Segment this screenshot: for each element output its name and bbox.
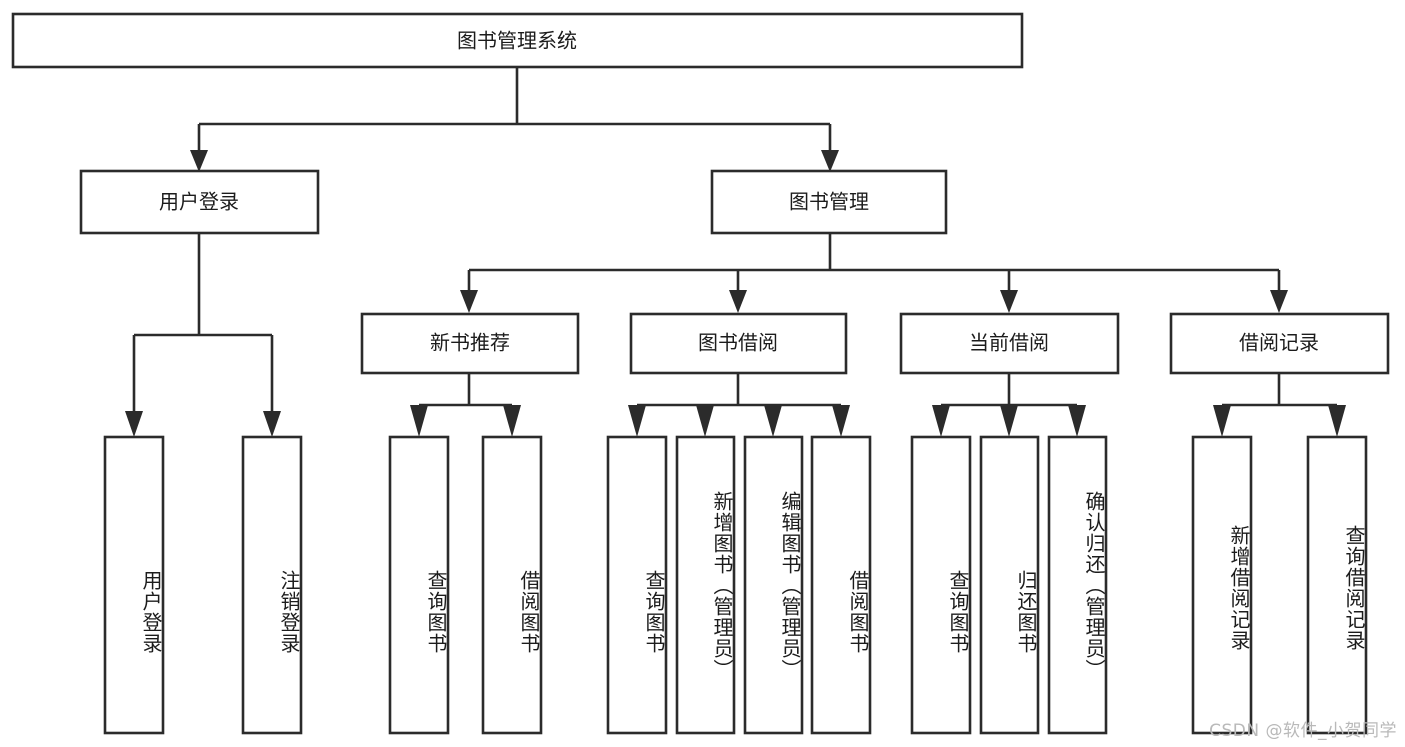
node-book-manage-label: 图书管理	[789, 190, 869, 214]
node-book-borrow-box[interactable]	[629, 312, 848, 375]
node-leaf-add-record-box[interactable]	[1191, 435, 1253, 735]
node-user-login[interactable]: 用户登录	[79, 169, 320, 235]
arrowhead-to-book-borrow	[729, 290, 747, 313]
node-borrow-record-label: 借阅记录	[1239, 331, 1319, 355]
arrowhead-to-leaf-logout-login	[263, 411, 281, 437]
node-leaf-borrow-book-1-box[interactable]	[481, 435, 543, 735]
arrowhead-to-leaf-query-book-3	[932, 405, 950, 437]
node-new-book-recommend-label: 新书推荐	[430, 331, 510, 355]
node-leaf-return-book-box[interactable]	[979, 435, 1040, 735]
node-leaf-logout-login-box[interactable]	[241, 435, 303, 735]
arrowhead-to-leaf-edit-book	[764, 405, 782, 437]
node-root-box[interactable]	[11, 12, 1024, 69]
arrowhead-to-leaf-add-record	[1213, 405, 1231, 437]
node-borrow-record-box[interactable]	[1169, 312, 1390, 375]
node-new-book-recommend-box[interactable]	[360, 312, 580, 375]
node-leaf-query-book-2-box[interactable]	[606, 435, 668, 735]
arrowhead-to-leaf-confirm-return	[1068, 405, 1086, 437]
node-leaf-query-record-box[interactable]	[1306, 435, 1368, 735]
node-leaf-add-book-box[interactable]	[675, 435, 736, 735]
node-leaf-query-book-1-box[interactable]	[388, 435, 450, 735]
connector-new-book-recommend-stem	[417, 373, 514, 413]
arrowhead-to-book-manage	[821, 150, 839, 172]
arrowhead-to-leaf-borrow-book-1	[503, 405, 521, 437]
node-current-borrow[interactable]: 当前借阅	[899, 312, 1120, 375]
connector-book-borrow-stem	[635, 373, 843, 413]
node-borrow-record[interactable]: 借阅记录	[1169, 312, 1390, 375]
connector-root-stem	[197, 67, 832, 152]
arrowhead-to-leaf-query-book-2	[628, 405, 646, 437]
node-user-login-label: 用户登录	[159, 190, 239, 214]
arrowhead-to-user-login	[190, 150, 208, 172]
node-leaf-user-login-box[interactable]	[103, 435, 165, 735]
node-book-manage[interactable]: 图书管理	[710, 169, 948, 235]
arrowhead-to-leaf-return-book	[1000, 405, 1018, 437]
node-root-label: 图书管理系统	[457, 29, 577, 53]
arrowhead-to-leaf-query-book-1	[410, 405, 428, 437]
arrowhead-to-new-book-recommend	[460, 290, 478, 313]
node-leaf-confirm-return-box[interactable]	[1047, 435, 1108, 735]
node-new-book-recommend[interactable]: 新书推荐	[360, 312, 580, 375]
node-leaf-borrow-book-2-box[interactable]	[810, 435, 872, 735]
csdn-watermark: CSDN @软件_小贺同学	[1209, 721, 1397, 741]
node-layer: 图书管理系统 用户登录 图书管理 新书推荐 图书借阅	[11, 12, 1390, 735]
node-leaf-query-book-3-box[interactable]	[910, 435, 972, 735]
connector-user-login-stem	[132, 233, 274, 413]
connector-book-manage-stem	[467, 233, 1281, 292]
node-leaf-edit-book-box[interactable]	[743, 435, 804, 735]
connector-layer	[125, 67, 1346, 437]
arrowhead-to-leaf-query-record	[1328, 405, 1346, 437]
arrowhead-to-current-borrow	[1000, 290, 1018, 313]
connector-borrow-record-stem	[1220, 373, 1339, 413]
arrowhead-to-leaf-borrow-book-2	[832, 405, 850, 437]
node-current-borrow-box[interactable]	[899, 312, 1120, 375]
node-root[interactable]: 图书管理系统	[11, 12, 1024, 69]
arrowhead-to-borrow-record	[1270, 290, 1288, 313]
node-book-borrow[interactable]: 图书借阅	[629, 312, 848, 375]
arrowhead-to-leaf-add-book	[696, 405, 714, 437]
node-book-borrow-label: 图书借阅	[698, 331, 778, 355]
node-book-manage-box[interactable]	[710, 169, 948, 235]
node-current-borrow-label: 当前借阅	[969, 331, 1049, 355]
node-user-login-box[interactable]	[79, 169, 320, 235]
arrowhead-to-leaf-user-login	[125, 411, 143, 437]
